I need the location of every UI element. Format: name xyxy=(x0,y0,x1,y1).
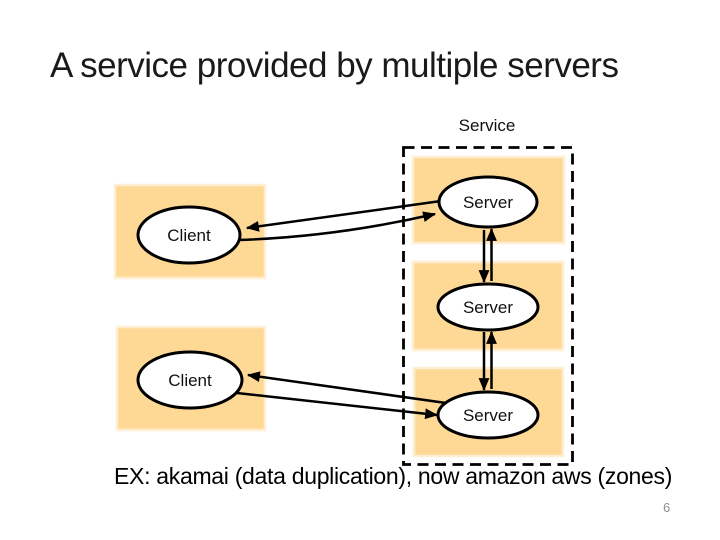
client-label-2: Client xyxy=(168,371,212,390)
server-label-3: Server xyxy=(463,406,513,425)
client-node-1 xyxy=(136,205,242,265)
server-node-3 xyxy=(436,390,540,440)
client-node-2 xyxy=(136,350,244,410)
page-number: 6 xyxy=(663,500,671,515)
server-node-2 xyxy=(436,282,540,332)
server-label-2: Server xyxy=(463,298,513,317)
arrow-server3-to-client2 xyxy=(246,371,447,405)
service-boundary xyxy=(402,146,574,466)
server-node-1 xyxy=(437,175,539,229)
arrow-server1-to-client1 xyxy=(245,199,442,232)
slide-footnote: EX: akamai (data duplication), now amazo… xyxy=(114,463,673,489)
service-label: Service xyxy=(459,116,516,135)
server-label-1: Server xyxy=(463,193,513,212)
arrow-client2-to-server3 xyxy=(236,391,439,420)
arrow-client1-to-server1 xyxy=(237,211,437,242)
client-label-1: Client xyxy=(167,226,211,245)
slide-title: A service provided by multiple servers xyxy=(50,46,619,85)
